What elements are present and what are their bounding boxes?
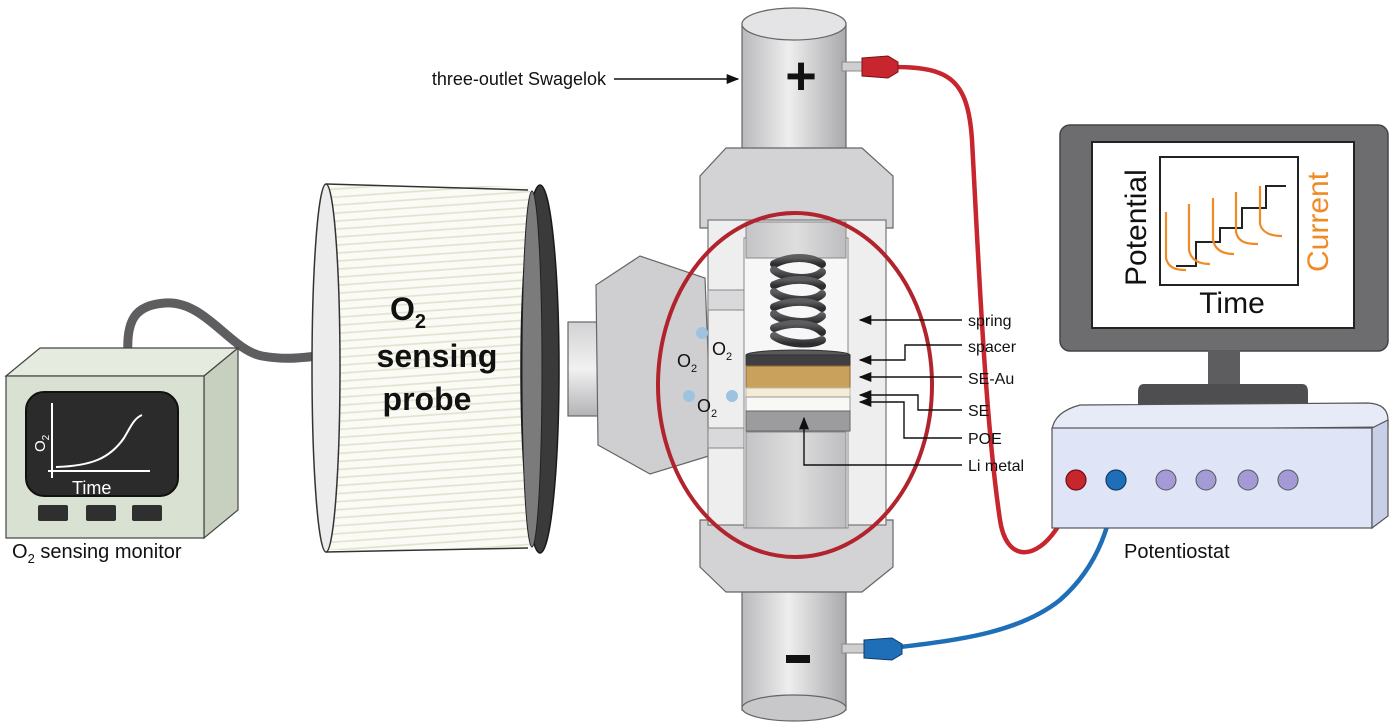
se-au-layer <box>745 365 851 389</box>
monitor-button-3[interactable] <box>132 505 162 521</box>
se-au-label: SE-Au <box>968 371 1014 388</box>
probe-bottom-edge <box>325 547 529 553</box>
monitor-axis-sub-text: 2 <box>41 434 52 440</box>
screen-potential-label: Potential <box>1120 169 1153 286</box>
screen-time-label: Time <box>1199 287 1265 320</box>
monitor-axis-o2: O2 <box>32 434 52 452</box>
probe-label-sub: 2 <box>415 311 426 333</box>
upper-plunger <box>745 221 847 259</box>
swagelok-fitting: + - <box>567 7 894 722</box>
monitor-button-2[interactable] <box>86 505 116 521</box>
probe-label-line2: sensing <box>377 338 498 374</box>
monitor-cable <box>123 298 323 363</box>
potentiostat-knob-1[interactable] <box>1155 469 1177 491</box>
computer-monitor: Potential Current Time <box>1059 124 1389 410</box>
potentiostat <box>1051 402 1389 530</box>
gas-o2-label-1: O2 <box>712 339 732 363</box>
gas-o2-label-3: O2 <box>697 396 717 420</box>
lower-plunger <box>745 431 847 529</box>
monitor-top-face <box>4 347 240 377</box>
plus-terminal-symbol: + <box>785 46 817 106</box>
potentiostat-front <box>1051 427 1373 529</box>
screen-current-label: Current <box>1302 171 1335 272</box>
probe-label-line3: probe <box>383 381 472 417</box>
negative-clip <box>863 637 903 661</box>
o2-probe: O2 sensing probe <box>311 183 560 554</box>
spring-label: spring <box>968 313 1012 330</box>
swagelok-label: three-outlet Swagelok <box>432 69 607 89</box>
o2-gas-bubbles: O2 O2 O2 <box>677 327 738 420</box>
potentiostat-side <box>1371 419 1389 530</box>
gas-o2-label-2: O2 <box>677 351 697 375</box>
probe-body <box>326 186 530 550</box>
screen-potential-steps <box>1176 185 1286 267</box>
minus-terminal-symbol <box>786 655 810 663</box>
probe-left-rim <box>311 183 341 553</box>
side-port-notch-top <box>707 289 745 311</box>
potentiostat-knob-2[interactable] <box>1195 469 1217 491</box>
monitor-caption-o: O <box>12 541 28 563</box>
monitor-button-1[interactable] <box>38 505 68 521</box>
spacer-layer <box>745 354 851 367</box>
positive-pin <box>841 61 865 72</box>
poe-label: POE <box>968 431 1002 448</box>
spacer-arrow <box>858 344 962 366</box>
screen-plot-frame <box>1159 156 1299 286</box>
positive-clip <box>861 55 899 79</box>
monitor-caption-rest: sensing monitor <box>35 541 182 563</box>
callouts <box>614 73 962 466</box>
monitor-caption-sub: 2 <box>28 551 35 566</box>
positive-wire <box>893 64 1079 555</box>
top-tube-end <box>741 7 847 41</box>
o2-monitor: O2 Time <box>4 298 323 540</box>
cell-highlight-ellipse <box>656 211 934 559</box>
se-layer <box>745 387 851 398</box>
monitor-axis-o-text: O <box>32 440 49 452</box>
bubble-2 <box>683 390 695 402</box>
poe-arrow <box>858 396 962 439</box>
se-arrow <box>858 389 962 411</box>
li-metal-layer <box>745 410 851 432</box>
monitor-display <box>1091 141 1355 329</box>
negative-jack[interactable] <box>1105 469 1127 491</box>
spring <box>770 254 826 348</box>
negative-pin <box>841 643 867 654</box>
potentiostat-knob-3[interactable] <box>1237 469 1259 491</box>
positive-jack[interactable] <box>1065 469 1087 491</box>
bubble-1 <box>696 327 708 339</box>
probe-top-edge <box>325 183 529 191</box>
monitor-caption: O2 sensing monitor <box>12 541 182 566</box>
monitor-side-face <box>203 346 239 540</box>
probe-label-o: O <box>390 291 415 327</box>
screen-current-traces <box>1164 186 1283 272</box>
se-label: SE <box>968 403 989 420</box>
bottom-tube-end <box>741 694 847 722</box>
li-metal-arrow <box>798 416 962 466</box>
potentiostat-knob-4[interactable] <box>1277 469 1299 491</box>
top-hex-nut <box>699 147 894 229</box>
potentiostat-top <box>1051 402 1389 431</box>
positive-lead <box>841 55 1079 555</box>
spacer-label: spacer <box>968 339 1017 356</box>
side-port-notch-bottom <box>707 427 745 449</box>
probe-right-ring-inner <box>521 190 543 548</box>
monitor-o2-curve <box>55 414 143 468</box>
monitor-neck <box>1208 350 1240 384</box>
bubble-3 <box>726 390 738 402</box>
li-metal-label: Li metal <box>968 458 1024 475</box>
potentiostat-label: Potentiostat <box>1124 541 1230 563</box>
poe-layer <box>745 396 851 412</box>
monitor-axis-time: Time <box>72 478 111 498</box>
probe-label-line1: O2 <box>390 291 426 333</box>
